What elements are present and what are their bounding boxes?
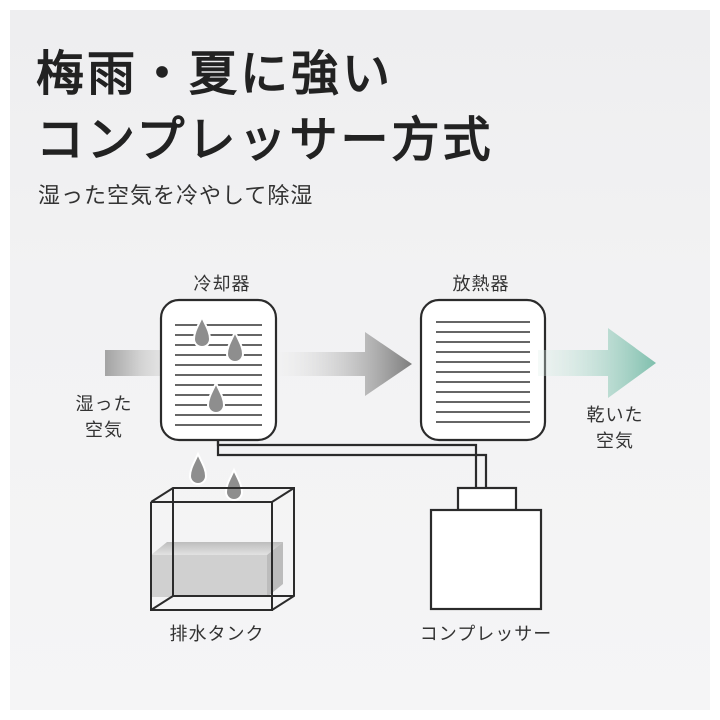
radiator-unit [419,298,547,442]
drain-tank-label: 排水タンク [169,624,265,645]
water-drop-icon [192,314,212,348]
dry-air-label: 乾いた 空気 [584,403,646,455]
dehumidifier-flow-diagram [105,298,656,611]
arrow-right-icon [278,332,412,396]
page-title-line-2: コンプレッサー方式 [36,112,494,168]
humid-air-label: 湿った 空気 [74,392,134,444]
cooler-label: 冷却器 [193,274,251,295]
compressor-label: コンプレッサー [419,624,553,645]
dry-air-label-line-2: 空気 [596,431,634,453]
humid-air-label-line-2: 空気 [85,420,123,442]
page-title-line-1: 梅雨・夏に強い [36,46,394,102]
water-drop-icon [224,467,244,501]
page-subtitle: 湿った空気を冷やして除湿 [38,184,314,209]
arrow-right-icon [538,328,656,398]
refrigerant-pipe [216,440,488,488]
water-drop-icon [188,451,208,485]
dry-air-label-line-1: 乾いた [586,405,644,426]
cooler-unit [159,298,278,442]
diagram-canvas: 梅雨・夏に強い コンプレッサー方式 湿った空気を冷やして除湿 [10,10,710,710]
radiator-label: 放熱器 [452,274,510,295]
compressor-unit [429,486,543,611]
water-drop-icon [206,380,226,414]
humid-air-label-line-1: 湿った [75,394,133,415]
water-drop-icon [225,329,245,363]
drain-tank [150,487,295,611]
